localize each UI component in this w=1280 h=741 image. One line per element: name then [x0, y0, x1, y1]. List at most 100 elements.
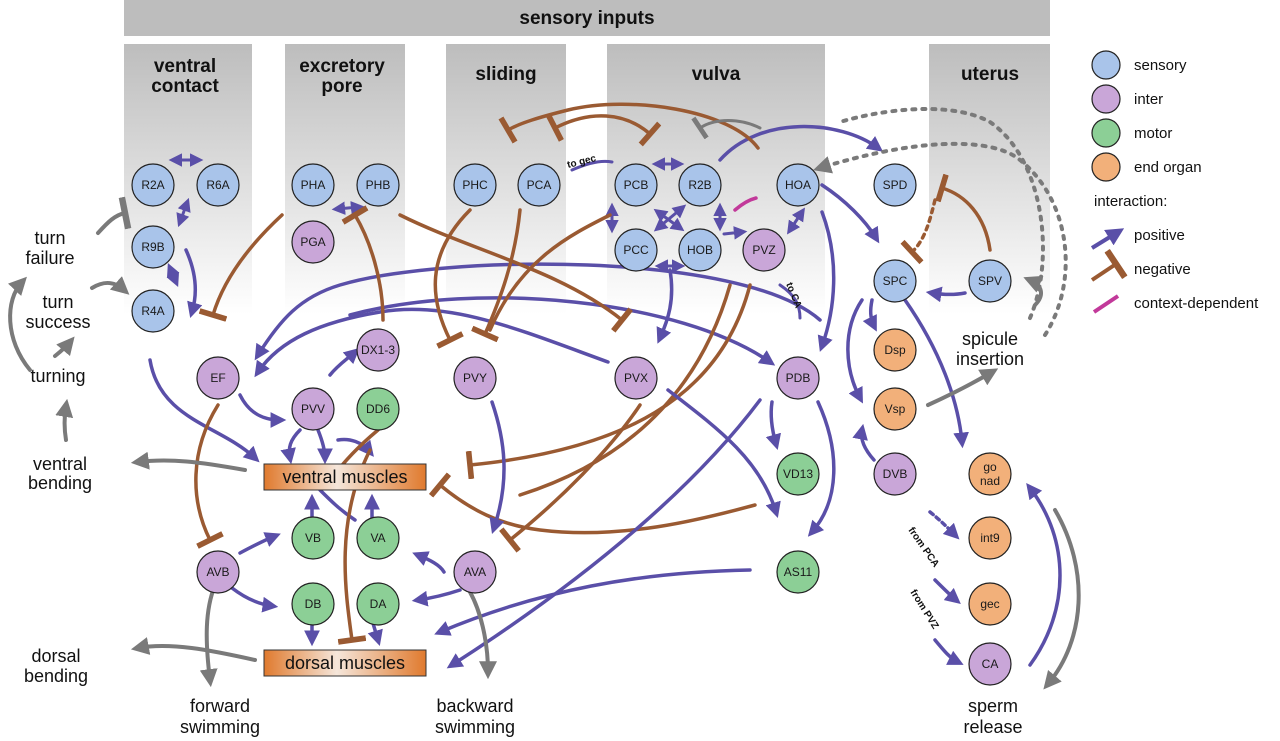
neuron-pga — [291, 220, 335, 264]
label-pcc: PCC — [623, 243, 649, 257]
label-spc: SPC — [883, 274, 908, 288]
column-label-excretory-pore-2: pore — [321, 76, 362, 97]
neuron-pvy — [453, 356, 497, 400]
ventral-muscles-label: ventral muscles — [282, 467, 407, 487]
label-hob: HOB — [687, 243, 713, 257]
behavior-forward-swimming-1: forward — [190, 696, 250, 716]
label-phc: PHC — [462, 178, 488, 192]
behavior-dorsal-bending-1: dorsal — [31, 646, 80, 666]
behavior-turn-success-1: turn — [42, 292, 73, 312]
neuron-phc — [453, 163, 497, 207]
legend-end-organ-swatch — [1091, 152, 1121, 182]
label-pdb: PDB — [786, 371, 811, 385]
behavior-ventral-bending-2: bending — [28, 473, 92, 493]
neuron-avb — [196, 550, 240, 594]
legend-end-organ-label: end organ — [1134, 159, 1202, 176]
neuron-pvz — [742, 228, 786, 272]
neuron-ava — [453, 550, 497, 594]
label-phb: PHB — [366, 178, 391, 192]
label-pvv: PVV — [301, 402, 325, 416]
legend-negative-swatch — [1090, 248, 1128, 282]
label-spd: SPD — [883, 178, 908, 192]
legend-sensory-label: sensory — [1134, 57, 1187, 74]
label-ava: AVA — [464, 565, 486, 579]
organ-gonad — [968, 452, 1012, 496]
label-as11: AS11 — [784, 565, 813, 579]
legend-motor-label: motor — [1134, 125, 1172, 142]
label-pcb: PCB — [624, 178, 649, 192]
column-label-excretory-pore-1: excretory — [299, 56, 385, 77]
tag-to-gec: to gec — [566, 153, 598, 171]
neuron-spd — [873, 163, 917, 207]
label-da: DA — [370, 597, 387, 611]
label-int9: int9 — [980, 531, 1000, 545]
neuron-hoa — [776, 163, 820, 207]
label-spv: SPV — [978, 274, 1002, 288]
sensory-inputs-header — [124, 0, 1050, 36]
label-dx1-3: DX1-3 — [361, 343, 395, 357]
behavior-labels: turn failure turn success turning ventra… — [24, 228, 1024, 737]
neuron-r4a — [131, 289, 175, 333]
behavior-dorsal-bending-2: bending — [24, 666, 88, 686]
tag-from-pvz: from PVZ — [907, 588, 940, 632]
neuron-dx1-3 — [356, 328, 400, 372]
label-pvz: PVZ — [752, 243, 775, 257]
organ-vsp — [873, 387, 917, 431]
label-ca: CA — [982, 657, 999, 671]
behavior-sperm-release-1: sperm — [968, 696, 1018, 716]
label-r4a: R4A — [141, 304, 164, 318]
neuron-pdb — [776, 356, 820, 400]
legend: sensory inter motor end organ interactio… — [1090, 50, 1259, 314]
label-vb: VB — [305, 531, 321, 545]
tag-from-pca: from PCA — [906, 525, 941, 569]
legend-negative-label: negative — [1134, 261, 1191, 278]
legend-context-swatch — [1092, 294, 1120, 314]
label-r2a: R2A — [141, 178, 164, 192]
behavior-backward-swimming-1: backward — [436, 696, 513, 716]
label-avb: AVB — [206, 565, 229, 579]
dorsal-muscles-label: dorsal muscles — [285, 653, 405, 673]
behavior-turn-failure-1: turn — [34, 228, 65, 248]
legend-inter-swatch — [1091, 84, 1121, 114]
neuron-pca — [517, 163, 561, 207]
neuron-pvv — [291, 387, 335, 431]
legend-positive-label: positive — [1134, 227, 1185, 244]
neuron-labels: R2A R6A R9B R4A PHA PHB PHC PCA PCB R2B … — [141, 178, 1002, 671]
label-r2b: R2B — [688, 178, 711, 192]
neuron-ca — [968, 642, 1012, 686]
connections — [8, 102, 1081, 690]
dorsal-muscles-box — [263, 649, 427, 677]
neuron-nodes — [131, 163, 1012, 686]
behavior-ventral-bending-1: ventral — [33, 454, 87, 474]
column-label-vulva: vulva — [692, 64, 741, 85]
neuron-hob — [678, 228, 722, 272]
label-pha: PHA — [301, 178, 326, 192]
neuron-spv — [968, 259, 1012, 303]
neuron-r2a — [131, 163, 175, 207]
legend-inter-label: inter — [1134, 91, 1163, 108]
column-label-uterus: uterus — [961, 64, 1019, 85]
label-dvb: DVB — [883, 467, 908, 481]
behavior-forward-swimming-2: swimming — [180, 717, 260, 737]
neuron-phb — [356, 163, 400, 207]
neuron-dvb — [873, 452, 917, 496]
column-label-sliding: sliding — [475, 64, 536, 85]
behavior-backward-swimming-2: swimming — [435, 717, 515, 737]
neuron-r9b — [131, 225, 175, 269]
legend-interaction-label: interaction: — [1094, 193, 1167, 210]
label-va: VA — [370, 531, 385, 545]
behavior-spicule-insertion-1: spicule — [962, 329, 1018, 349]
neuron-r6a — [196, 163, 240, 207]
label-dd6: DD6 — [366, 402, 390, 416]
neuron-pcb — [614, 163, 658, 207]
legend-motor-swatch — [1091, 118, 1121, 148]
legend-positive-swatch — [1090, 228, 1125, 250]
header-title: sensory inputs — [519, 8, 654, 29]
column-label-ventral-contact-1: ventral — [154, 56, 216, 77]
legend-context-label: context-dependent — [1134, 295, 1259, 312]
neuron-pha — [291, 163, 335, 207]
behavior-turn-success-2: success — [25, 312, 90, 332]
label-ef: EF — [210, 371, 225, 385]
label-gonad-2: nad — [980, 474, 1000, 488]
